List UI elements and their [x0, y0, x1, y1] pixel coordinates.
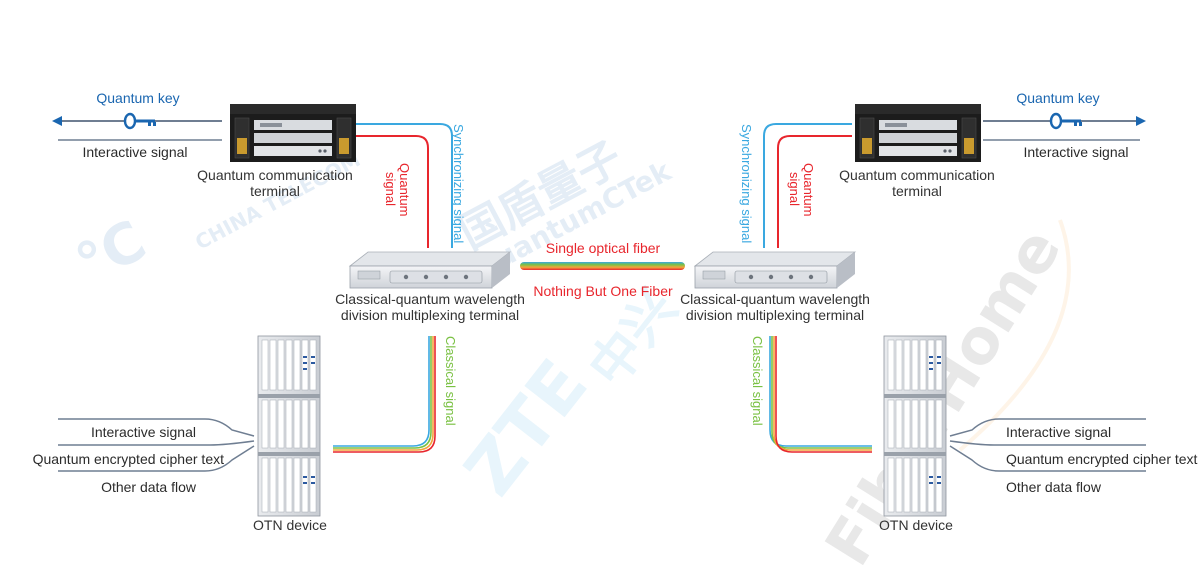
fiber-bottom-label: Nothing But One Fiber — [533, 283, 673, 299]
right-other-data-label: Other data flow — [1006, 479, 1102, 495]
left-otn-line-3 — [58, 445, 255, 472]
left-wdm-label-line2: division multiplexing terminal — [341, 307, 519, 323]
right-interactive-top-label: Interactive signal — [1023, 144, 1128, 160]
right-qct-label-line1: Quantum communication — [839, 167, 995, 183]
right-sync-line — [763, 123, 852, 248]
left-quantum-signal-line1: Quantum — [397, 163, 412, 216]
right-otn-device — [883, 335, 947, 517]
left-quantum-signal-line2: signal — [383, 172, 398, 206]
left-quantum-line — [356, 135, 429, 248]
right-wdm-label-line2: division multiplexing terminal — [686, 307, 864, 323]
right-classical-fiber-green — [771, 336, 872, 449]
right-classical-fiber-blue — [769, 336, 872, 447]
left-interactive-signal-label: Interactive signal — [91, 424, 196, 440]
right-side: Classical-quantum wavelength division mu… — [680, 90, 1197, 533]
left-otn-line-2 — [58, 440, 255, 446]
left-qct-label-line1: Quantum communication — [197, 167, 353, 183]
right-quantum-key-label: Quantum key — [1016, 90, 1099, 106]
right-quantum-terminal-device — [854, 103, 982, 163]
right-quantum-line — [777, 135, 852, 248]
left-classical-fiber-red — [333, 336, 436, 453]
right-otn-line-2 — [949, 440, 1146, 446]
right-classical-fiber-red — [775, 336, 872, 453]
left-sync-signal-label: Synchronizing signal — [451, 124, 466, 243]
left-classical-signal-label: Classical signal — [443, 336, 458, 426]
right-otn-line-3 — [949, 445, 1146, 472]
right-classical-fiber-orange — [773, 336, 872, 451]
right-wdm-label-line1: Classical-quantum wavelength — [680, 291, 870, 307]
right-key-icon — [1049, 112, 1084, 130]
left-wdm-terminal-device — [349, 251, 511, 289]
right-qct-label-line2: terminal — [892, 183, 942, 199]
left-wdm-label-line1: Classical-quantum wavelength — [335, 291, 525, 307]
center-fiber: Single optical fiber Nothing But One Fib… — [520, 240, 685, 299]
right-key-arrow-icon — [1136, 116, 1146, 126]
watermark-china-telecom: CHINA TELECOM — [191, 147, 364, 254]
right-cipher-text-label: Quantum encrypted cipher text — [1006, 451, 1198, 467]
right-wdm-terminal-device — [694, 251, 856, 289]
left-otn-line-1 — [58, 418, 255, 437]
watermark-china-telecom-logo-icon: ℃ — [66, 208, 156, 297]
right-classical-signal-label: Classical signal — [750, 336, 765, 426]
right-interactive-signal-label: Interactive signal — [1006, 424, 1111, 440]
left-classical-fiber-orange — [333, 336, 434, 451]
left-classical-fiber-blue — [333, 336, 430, 447]
left-quantum-terminal-device — [229, 103, 357, 163]
left-otn-label: OTN device — [253, 517, 327, 533]
right-otn-line-1 — [949, 418, 1146, 437]
left-qct-label-line2: terminal — [250, 183, 300, 199]
fiber-top-label: Single optical fiber — [546, 240, 661, 256]
left-other-data-label: Other data flow — [101, 479, 197, 495]
left-otn-device — [257, 335, 321, 517]
left-key-arrow-icon — [52, 116, 62, 126]
watermark-zte-en: ZTE — [449, 345, 604, 511]
right-quantum-signal-line2: signal — [787, 172, 802, 206]
left-sync-line — [356, 123, 453, 248]
left-quantum-key-label: Quantum key — [96, 90, 179, 106]
left-interactive-top-label: Interactive signal — [82, 144, 187, 160]
right-otn-label: OTN device — [879, 517, 953, 533]
left-classical-fiber-green — [333, 336, 432, 449]
left-key-icon — [123, 112, 158, 130]
left-cipher-text-label: Quantum encrypted cipher text — [33, 451, 225, 467]
right-quantum-signal-line1: Quantum — [801, 163, 816, 216]
single-fiber-bar — [520, 262, 685, 270]
left-side: Quantum key Interactive signal Quantum c… — [33, 90, 525, 533]
right-sync-signal-label: Synchronizing signal — [739, 124, 754, 243]
